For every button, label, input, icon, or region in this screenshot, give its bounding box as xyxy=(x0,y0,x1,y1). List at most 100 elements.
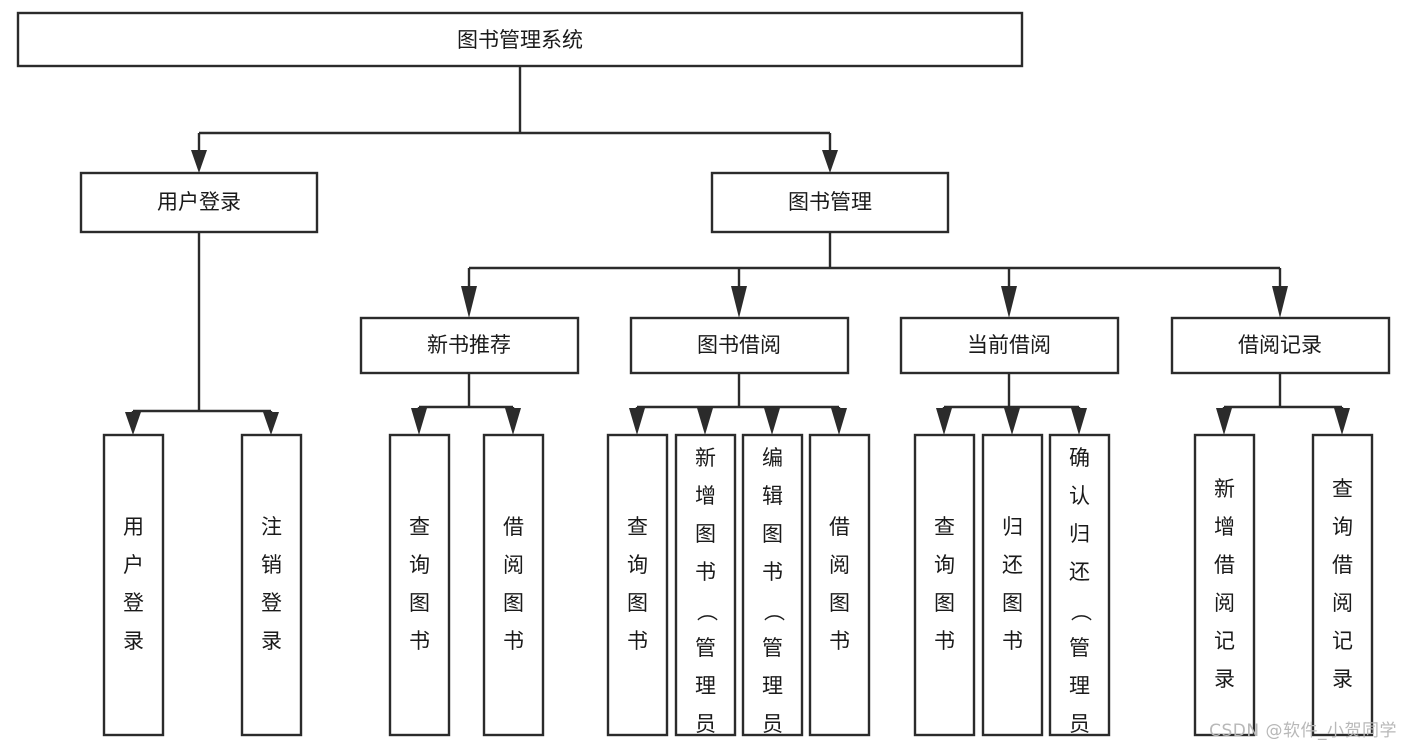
vertical-char: 询 xyxy=(627,553,648,577)
vertical-char: 还 xyxy=(1002,553,1023,577)
vertical-char: 员 xyxy=(1069,712,1090,736)
leaf-query-record-box[interactable] xyxy=(1311,433,1374,737)
vertical-char: 阅 xyxy=(1332,591,1353,615)
leaf-borrow-book-1-box[interactable] xyxy=(482,433,545,737)
node-current-borrow-label: 当前借阅 xyxy=(967,333,1051,357)
arrowhead-leaf-borrow-book-1 xyxy=(505,408,521,435)
vertical-char: 书 xyxy=(1002,629,1023,653)
vertical-char: 理 xyxy=(762,674,783,698)
leaf-user-login-label: 用户登录 xyxy=(123,515,144,653)
node-book-manage-box[interactable] xyxy=(710,171,950,234)
node-new-book-rec-box[interactable] xyxy=(359,316,580,375)
vertical-char: 询 xyxy=(934,553,955,577)
node-current-borrow[interactable]: 当前借阅 xyxy=(899,316,1120,375)
arrowhead-leaf-query-book-1 xyxy=(411,408,427,435)
leaf-borrow-book-2-box[interactable] xyxy=(808,433,871,737)
vertical-char: （ xyxy=(695,601,719,622)
leaf-query-book-2-box[interactable] xyxy=(606,433,669,737)
vertical-char: 增 xyxy=(1214,515,1235,539)
vertical-char: 阅 xyxy=(503,553,524,577)
vertical-char: 认 xyxy=(1069,484,1090,508)
vertical-char: 管 xyxy=(762,636,783,660)
node-user-login[interactable]: 用户登录 xyxy=(79,171,319,234)
vertical-char: 借 xyxy=(1214,553,1235,577)
vertical-char: 新 xyxy=(695,446,716,470)
node-current-borrow-box[interactable] xyxy=(899,316,1120,375)
vertical-char: 辑 xyxy=(762,484,783,508)
node-book-manage-label: 图书管理 xyxy=(788,190,872,214)
vertical-char: 用 xyxy=(123,515,144,539)
arrowhead-user-login xyxy=(191,150,207,173)
node-new-book-rec[interactable]: 新书推荐 xyxy=(359,316,580,375)
arrowhead-leaf-edit-book xyxy=(764,408,780,435)
vertical-char: 图 xyxy=(695,522,716,546)
node-borrow-record-box[interactable] xyxy=(1170,316,1391,375)
leaf-add-record-box[interactable] xyxy=(1193,433,1256,737)
vertical-char: 登 xyxy=(123,591,144,615)
leaf-add-book-box[interactable] xyxy=(674,433,737,737)
leaf-query-book-1-box[interactable] xyxy=(388,433,451,737)
vertical-char: 借 xyxy=(829,515,850,539)
vertical-char: 员 xyxy=(695,712,716,736)
node-new-book-rec-label: 新书推荐 xyxy=(427,333,511,357)
vertical-char: 图 xyxy=(627,591,648,615)
node-book-borrow[interactable]: 图书借阅 xyxy=(629,316,850,375)
vertical-char: 新 xyxy=(1214,477,1235,501)
leaf-confirm-return-box[interactable] xyxy=(1048,433,1111,737)
arrowhead-leaf-confirm-return xyxy=(1071,408,1087,435)
leaf-return-book-box[interactable] xyxy=(981,433,1044,737)
vertical-char: 询 xyxy=(1332,515,1353,539)
vertical-char: 注 xyxy=(261,515,282,539)
connector-layer xyxy=(125,66,1350,435)
vertical-char: 户 xyxy=(123,553,144,577)
node-root-box[interactable] xyxy=(16,11,1024,68)
leaf-user-login-box[interactable] xyxy=(102,433,165,737)
leaf-query-book-3-box[interactable] xyxy=(913,433,976,737)
arrowhead-leaf-user-login xyxy=(125,412,141,435)
node-book-borrow-box[interactable] xyxy=(629,316,850,375)
vertical-char: 书 xyxy=(695,560,716,584)
vertical-char: 管 xyxy=(1069,636,1090,660)
leaf-layer xyxy=(102,433,1374,737)
arrowhead-leaf-query-book-2 xyxy=(629,408,645,435)
vertical-char: 查 xyxy=(409,515,430,539)
vertical-char: 还 xyxy=(1069,560,1090,584)
vertical-char: 记 xyxy=(1332,629,1353,653)
vertical-char: 书 xyxy=(503,629,524,653)
vertical-char: 图 xyxy=(762,522,783,546)
arrowhead-leaf-query-book-3 xyxy=(936,408,952,435)
vertical-char: 图 xyxy=(1002,591,1023,615)
arrowhead-leaf-query-record xyxy=(1334,408,1350,435)
vertical-char: 归 xyxy=(1069,522,1090,546)
arrowhead-leaf-add-record xyxy=(1216,408,1232,435)
vertical-char: 图 xyxy=(934,591,955,615)
arrowhead-leaf-logout xyxy=(263,412,279,435)
vertical-char: 询 xyxy=(409,553,430,577)
node-book-manage[interactable]: 图书管理 xyxy=(710,171,950,234)
vertical-char: 理 xyxy=(1069,674,1090,698)
leaf-edit-book-box[interactable] xyxy=(741,433,804,737)
vertical-char: 确 xyxy=(1069,446,1090,470)
node-root[interactable]: 图书管理系统 xyxy=(16,11,1024,68)
vertical-char: （ xyxy=(762,601,786,622)
arrowhead-leaf-return-book xyxy=(1004,408,1020,435)
node-borrow-record[interactable]: 借阅记录 xyxy=(1170,316,1391,375)
vertical-char: 图 xyxy=(503,591,524,615)
vertical-char: 查 xyxy=(627,515,648,539)
arrowhead-book-manage xyxy=(822,150,838,173)
node-user-login-box[interactable] xyxy=(79,171,319,234)
vertical-char: 书 xyxy=(409,629,430,653)
node-root-label: 图书管理系统 xyxy=(457,28,583,52)
leaf-logout-box[interactable] xyxy=(240,433,303,737)
vertical-char: 编 xyxy=(762,446,783,470)
